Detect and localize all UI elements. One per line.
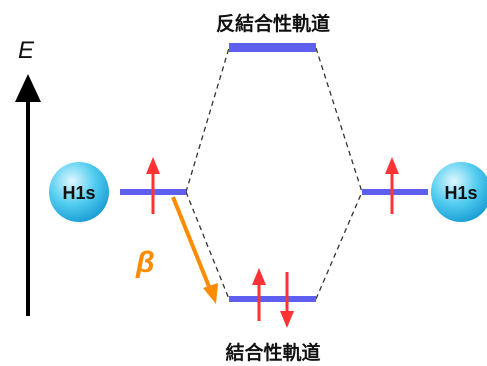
- right-atom-label: H1s: [444, 183, 477, 203]
- left-atom-electron-up: [146, 157, 160, 214]
- dash-bonding-to-right: [315, 191, 363, 300]
- dash-antibonding-to-right: [315, 47, 363, 193]
- right-atom-electron-up: [385, 157, 399, 214]
- right-atom-level: [362, 189, 428, 195]
- left-atom-sphere: [49, 162, 109, 222]
- beta-arrow-line: [171, 196, 212, 290]
- left-atom-label: H1s: [62, 183, 95, 203]
- dash-left-to-antibonding: [185, 47, 230, 193]
- bonding-level: [229, 296, 316, 302]
- left-atom: H1s: [49, 162, 109, 222]
- correlation-lines: [185, 47, 363, 300]
- bonding-orbital-label: 結合性軌道: [225, 341, 320, 364]
- beta-arrow: β: [135, 196, 218, 304]
- antibonding-orbital-label: 反結合性軌道: [216, 12, 330, 35]
- antibonding-level: [229, 43, 316, 52]
- beta-label: β: [135, 246, 155, 279]
- dash-left-to-bonding: [185, 191, 230, 300]
- right-atom-sphere: [431, 162, 487, 222]
- beta-arrow-head: [203, 283, 218, 304]
- energy-axis-label: E: [18, 37, 35, 64]
- bonding-electron-down: [280, 272, 294, 328]
- electron-spins: [146, 157, 399, 328]
- bonding-electron-up: [252, 268, 266, 321]
- energy-axis: E: [15, 37, 41, 316]
- energy-axis-arrowhead: [15, 74, 41, 102]
- right-atom: H1s: [431, 162, 487, 222]
- energy-levels: [120, 43, 428, 302]
